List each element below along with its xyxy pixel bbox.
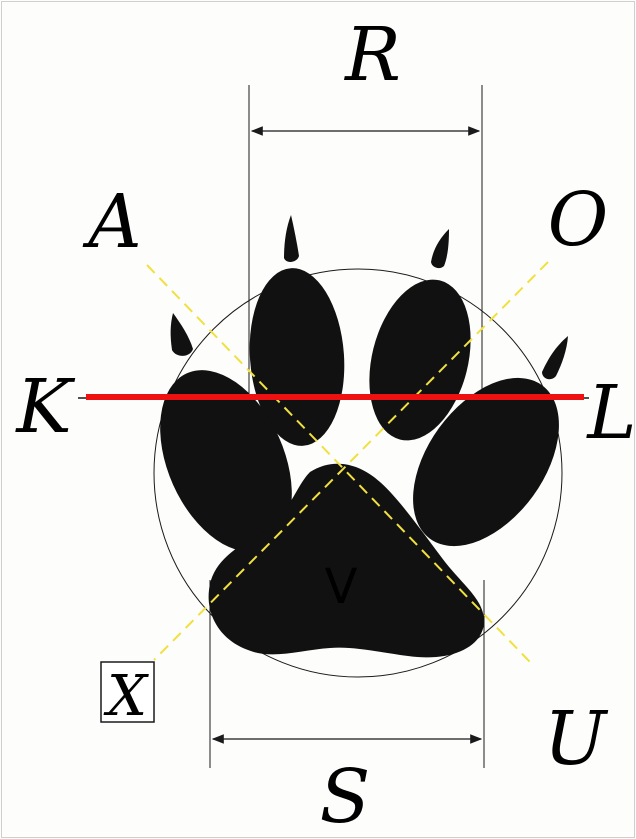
claw-outer-right bbox=[542, 336, 568, 379]
label-u: U bbox=[544, 696, 609, 782]
label-a: A bbox=[82, 179, 141, 265]
label-r: R bbox=[343, 12, 401, 98]
label-x: X bbox=[103, 664, 149, 729]
label-k: K bbox=[14, 364, 75, 450]
label-o: O bbox=[548, 177, 609, 263]
claw-inner-right bbox=[431, 229, 449, 268]
label-l: L bbox=[585, 370, 636, 456]
claw-outer-left bbox=[171, 313, 193, 356]
label-v: V bbox=[325, 559, 358, 615]
label-s: S bbox=[320, 754, 371, 839]
claw-inner-left bbox=[284, 215, 299, 262]
